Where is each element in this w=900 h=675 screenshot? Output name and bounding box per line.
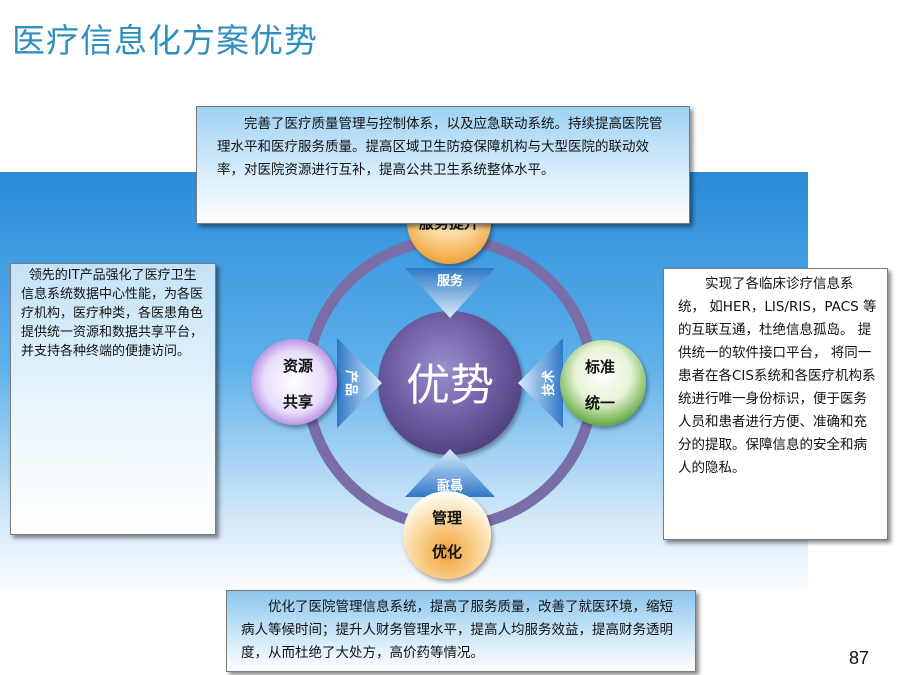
arrow-right-label: 技术 bbox=[541, 370, 557, 396]
arrow-top-label: 服务 bbox=[437, 273, 464, 289]
node-left-label-2: 共享 bbox=[283, 393, 313, 411]
node-right-label-1: 标准 bbox=[584, 358, 615, 376]
page-title: 医疗信息化方案优势 bbox=[12, 21, 318, 60]
arrow-left-label: 产品 bbox=[343, 370, 359, 396]
arrow-top bbox=[405, 268, 495, 318]
node-left-label-1: 资源 bbox=[283, 357, 313, 375]
arrow-bottom bbox=[405, 449, 495, 497]
center-circle bbox=[378, 311, 522, 455]
service-description: 完善了医疗质量管理与控制体系，以及应急联动系统。持续提高医院管理水平和医疗服务质… bbox=[196, 106, 690, 224]
arrow-left bbox=[337, 338, 382, 428]
node-management-optimize bbox=[403, 491, 491, 579]
arrow-right bbox=[518, 338, 563, 428]
node-standard-unify bbox=[560, 340, 646, 426]
page-number: 87 bbox=[849, 648, 870, 668]
arrow-bottom-label: 管理 bbox=[437, 476, 463, 492]
center-label: 优势 bbox=[406, 360, 494, 411]
standard-description: 实现了各临床诊疗信息系统， 如HER，LIS/RIS，PACS 等的互联互通，杜… bbox=[663, 268, 888, 540]
resource-description-text: 领先的IT产品强化了医疗卫生信息系统数据中心性能，为各医疗机构，医疗种类，各医患… bbox=[21, 268, 204, 359]
node-resource-sharing bbox=[251, 339, 337, 425]
node-bottom-label-1: 管理 bbox=[432, 509, 462, 527]
node-right-label-2: 统一 bbox=[585, 394, 615, 412]
resource-description: 领先的IT产品强化了医疗卫生信息系统数据中心性能，为各医疗机构，医疗种类，各医患… bbox=[10, 263, 216, 535]
management-description: 优化了医院管理信息系统，提高了服务质量，改善了就医环境，缩短病人等候时间；提升人… bbox=[226, 590, 696, 672]
node-bottom-label-2: 优化 bbox=[432, 543, 462, 561]
